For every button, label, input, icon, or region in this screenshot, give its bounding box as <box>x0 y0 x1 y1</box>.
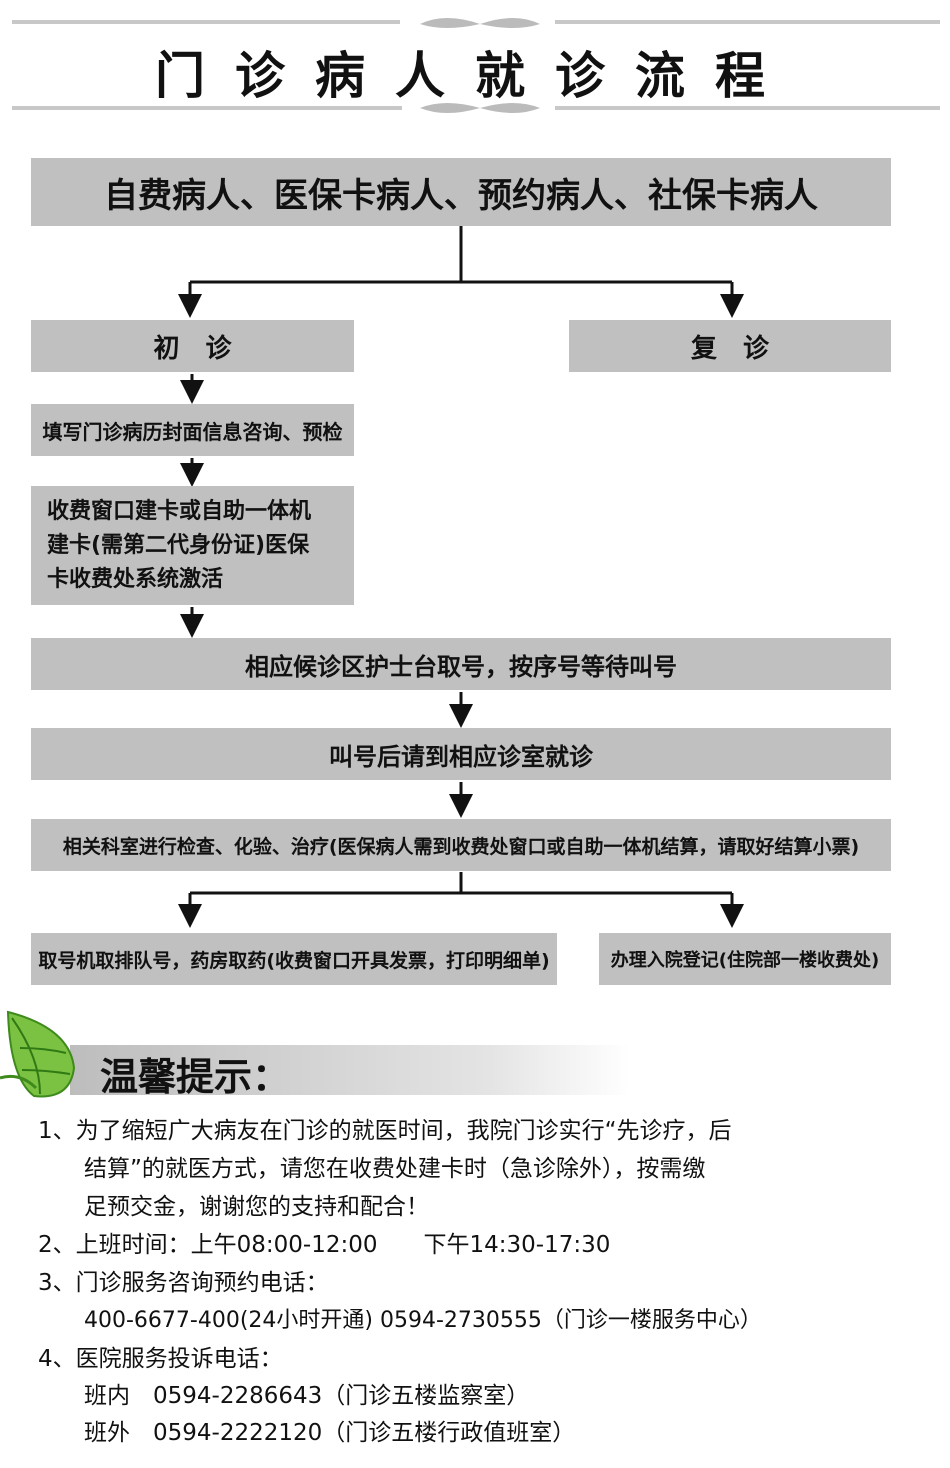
page-title: 门诊病人就诊流程 <box>155 47 795 105</box>
patient-types-box: 自费病人、医保卡病人、预约病人、社保卡病人 <box>31 158 891 226</box>
admission-box: 办理入院登记(住院部一楼收费处) <box>599 933 891 985</box>
card-line: 卡收费处系统激活 <box>47 566 224 592</box>
tip-line: 足预交金，谢谢您的支持和配合！ <box>84 1194 429 1220</box>
take-number-box: 相应候诊区护士台取号，按序号等待叫号 <box>31 638 891 690</box>
divider <box>555 106 940 110</box>
divider <box>555 20 940 24</box>
first-visit-box: 初 诊 <box>31 320 354 372</box>
tip-line: 400-6677-400(24小时开通) 0594-2730555（门诊一楼服务… <box>84 1308 762 1333</box>
leaf-icon <box>0 1010 76 1098</box>
exams-box: 相关科室进行检查、化验、治疗(医保病人需到收费处窗口或自助一体机结算，请取好结算… <box>31 819 891 871</box>
tip-line: 结算”的就医方式，请您在收费处建卡时（急诊除外），按需缴 <box>84 1156 706 1182</box>
return-visit-box: 复 诊 <box>569 320 891 372</box>
tip-line: 班外 0594-2222120（门诊五楼行政值班室） <box>84 1420 576 1446</box>
tips-heading-bar <box>70 1045 630 1095</box>
tip-line: 1、为了缩短广大病友在门诊的就医时间，我院门诊实行“先诊疗，后 <box>38 1118 732 1144</box>
card-registration-box: 收费窗口建卡或自助一体机 建卡(需第二代身份证)医保 卡收费处系统激活 <box>31 486 354 605</box>
divider <box>12 106 402 110</box>
divider <box>12 20 400 24</box>
ornament-icon <box>420 103 540 113</box>
tip-line: 班内 0594-2286643（门诊五楼监察室） <box>84 1383 530 1409</box>
fill-form-box: 填写门诊病历封面信息咨询、预检 <box>31 404 354 456</box>
tip-line: 3、门诊服务咨询预约电话： <box>38 1270 329 1296</box>
tip-line: 4、医院服务投诉电话： <box>38 1346 283 1372</box>
tip-line: 2、上班时间：上午08:00-12:00 下午14:30-17:30 <box>38 1232 611 1258</box>
consult-room-box: 叫号后请到相应诊室就诊 <box>31 728 891 780</box>
pharmacy-box: 取号机取排队号，药房取药(收费窗口开具发票，打印明细单) <box>31 933 557 985</box>
card-line: 收费窗口建卡或自助一体机 <box>47 498 312 524</box>
ornament-icon <box>420 18 540 28</box>
tips-heading: 温馨提示： <box>100 1055 291 1099</box>
flow-connectors <box>178 226 744 928</box>
card-line: 建卡(需第二代身份证)医保 <box>47 532 310 558</box>
